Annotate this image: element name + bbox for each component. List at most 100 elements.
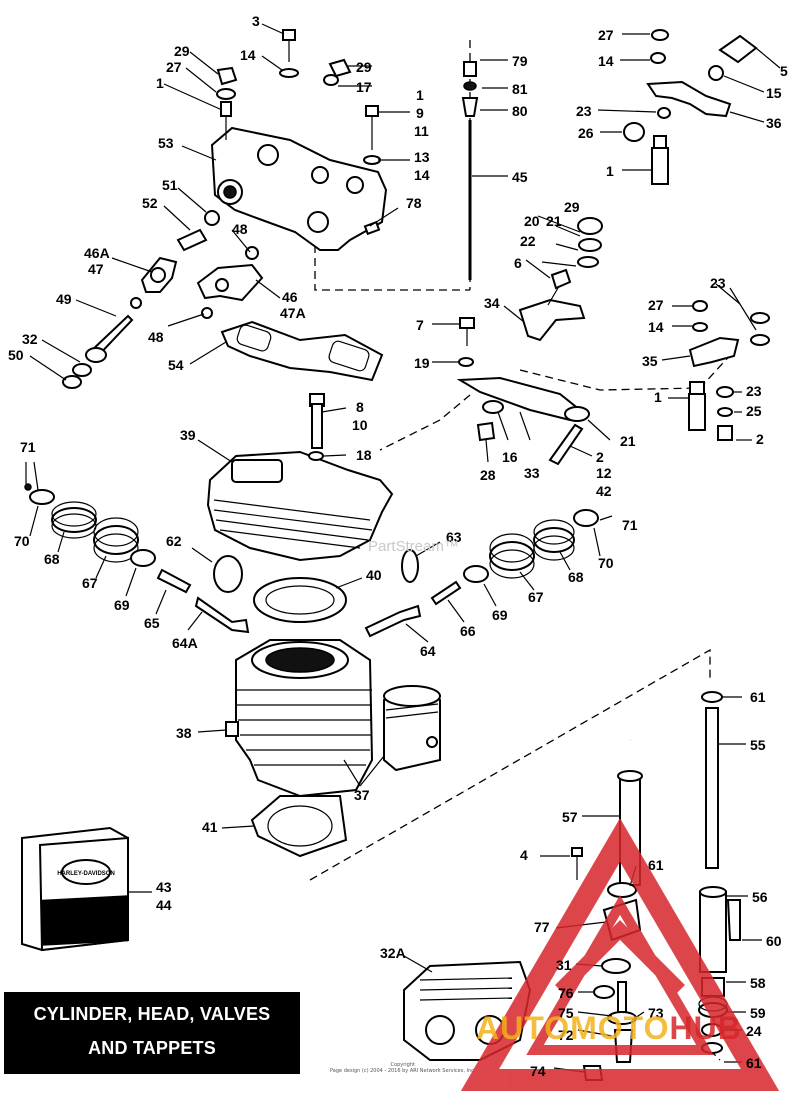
callout: 24 (746, 1023, 762, 1039)
callout: 32A (380, 945, 406, 961)
callout: 80 (512, 103, 528, 119)
callout: 79 (512, 53, 528, 69)
callout: 71 (20, 439, 36, 455)
callout: 48 (148, 329, 164, 345)
callout: 42 (596, 483, 612, 499)
callout: 47 (88, 261, 104, 277)
callout: 27 (166, 59, 182, 75)
service-manual (21, 826, 129, 952)
callout: 65 (144, 615, 160, 631)
callout: 62 (166, 533, 182, 549)
callout: 14 (598, 53, 614, 69)
callout: 27 (598, 27, 614, 43)
callout: 67 (528, 589, 544, 605)
callout: 8 (356, 399, 364, 415)
copyright-line-2: Page design (c) 2004 - 2016 by ARI Netwo… (330, 1068, 476, 1074)
brand-badge-text: AUTOMOTOHUB (476, 1010, 742, 1047)
callout: 10 (352, 417, 368, 433)
callout: 33 (524, 465, 540, 481)
callout: 51 (162, 177, 178, 193)
rocker-gasket (220, 320, 384, 382)
callout: 1 (606, 163, 614, 179)
callout: 7 (416, 317, 424, 333)
callout: 71 (622, 517, 638, 533)
callout: 41 (202, 819, 218, 835)
callout: 59 (750, 1005, 766, 1021)
book-logo-text: HARLEY-DAVIDSON (57, 871, 115, 877)
callout: 31 (556, 957, 572, 973)
callout: 14 (648, 319, 664, 335)
top-left-hardware (176, 29, 381, 252)
callout: 46A (84, 245, 110, 261)
callout: 61 (648, 857, 664, 873)
callout: 48 (232, 221, 248, 237)
callout: 5 (780, 63, 788, 79)
callout: 76 (558, 985, 574, 1001)
callout: 72 (558, 1027, 574, 1043)
callout: 53 (158, 135, 174, 151)
callout: 55 (750, 737, 766, 753)
callout: 38 (176, 725, 192, 741)
head-gasket (253, 577, 347, 623)
valve-springs-right (364, 509, 599, 638)
callout: 77 (534, 919, 550, 935)
copyright-notice: Copyright Page design (c) 2004 - 2016 by… (330, 1062, 476, 1074)
callout: 18 (356, 447, 372, 463)
callout: 64 (420, 643, 436, 659)
callout: 69 (114, 597, 130, 613)
callout: 81 (512, 81, 528, 97)
callout: 23 (746, 383, 762, 399)
callout: 69 (492, 607, 508, 623)
callout: 19 (414, 355, 430, 371)
callout: 13 (414, 149, 430, 165)
callout: 20 (524, 213, 540, 229)
callout: 32 (22, 331, 38, 347)
cylinder-head (206, 393, 394, 562)
callout: 73 (648, 1005, 664, 1021)
callout: 43 (156, 879, 172, 895)
callout: 39 (180, 427, 196, 443)
callout: 61 (750, 689, 766, 705)
valve-springs-left (24, 483, 250, 634)
oil-line-parts (461, 61, 479, 280)
callout: 66 (460, 623, 476, 639)
callout: 17 (356, 79, 372, 95)
callout: 35 (642, 353, 658, 369)
callout: 44 (156, 897, 172, 913)
callout: 28 (480, 467, 496, 483)
callout: 60 (766, 933, 782, 949)
callout: 26 (578, 125, 594, 141)
callout: 29 (564, 199, 580, 215)
callout: 21 (546, 213, 562, 229)
callout: 49 (56, 291, 72, 307)
callout: 74 (530, 1063, 546, 1079)
title-line-1: CYLINDER, HEAD, VALVES (33, 1004, 271, 1024)
callout: 45 (512, 169, 528, 185)
bracket-34 (456, 217, 603, 466)
callout: 16 (502, 449, 518, 465)
brand-badge-logo (460, 818, 780, 1091)
callout: 34 (484, 295, 500, 311)
base-gasket (250, 795, 348, 858)
callout: 70 (598, 555, 614, 571)
callout: 61 (746, 1055, 762, 1071)
callout: 70 (14, 533, 30, 549)
callout: 54 (168, 357, 184, 373)
callout: 14 (414, 167, 430, 183)
callout: 50 (8, 347, 24, 363)
callout: 25 (746, 403, 762, 419)
callout: 1 (416, 87, 424, 103)
callout: 6 (514, 255, 522, 271)
bracket-36 (623, 29, 758, 185)
callout: 3 (252, 13, 260, 29)
brand-text-main: AUTOMOTO (476, 1010, 670, 1046)
callout: 2 (596, 449, 604, 465)
callout: 21 (620, 433, 636, 449)
bracket-35 (688, 300, 770, 441)
callout: 9 (416, 105, 424, 121)
callout: 14 (240, 47, 256, 63)
callout: 1 (654, 389, 662, 405)
callout: 11 (414, 123, 429, 139)
callout: 12 (596, 465, 612, 481)
